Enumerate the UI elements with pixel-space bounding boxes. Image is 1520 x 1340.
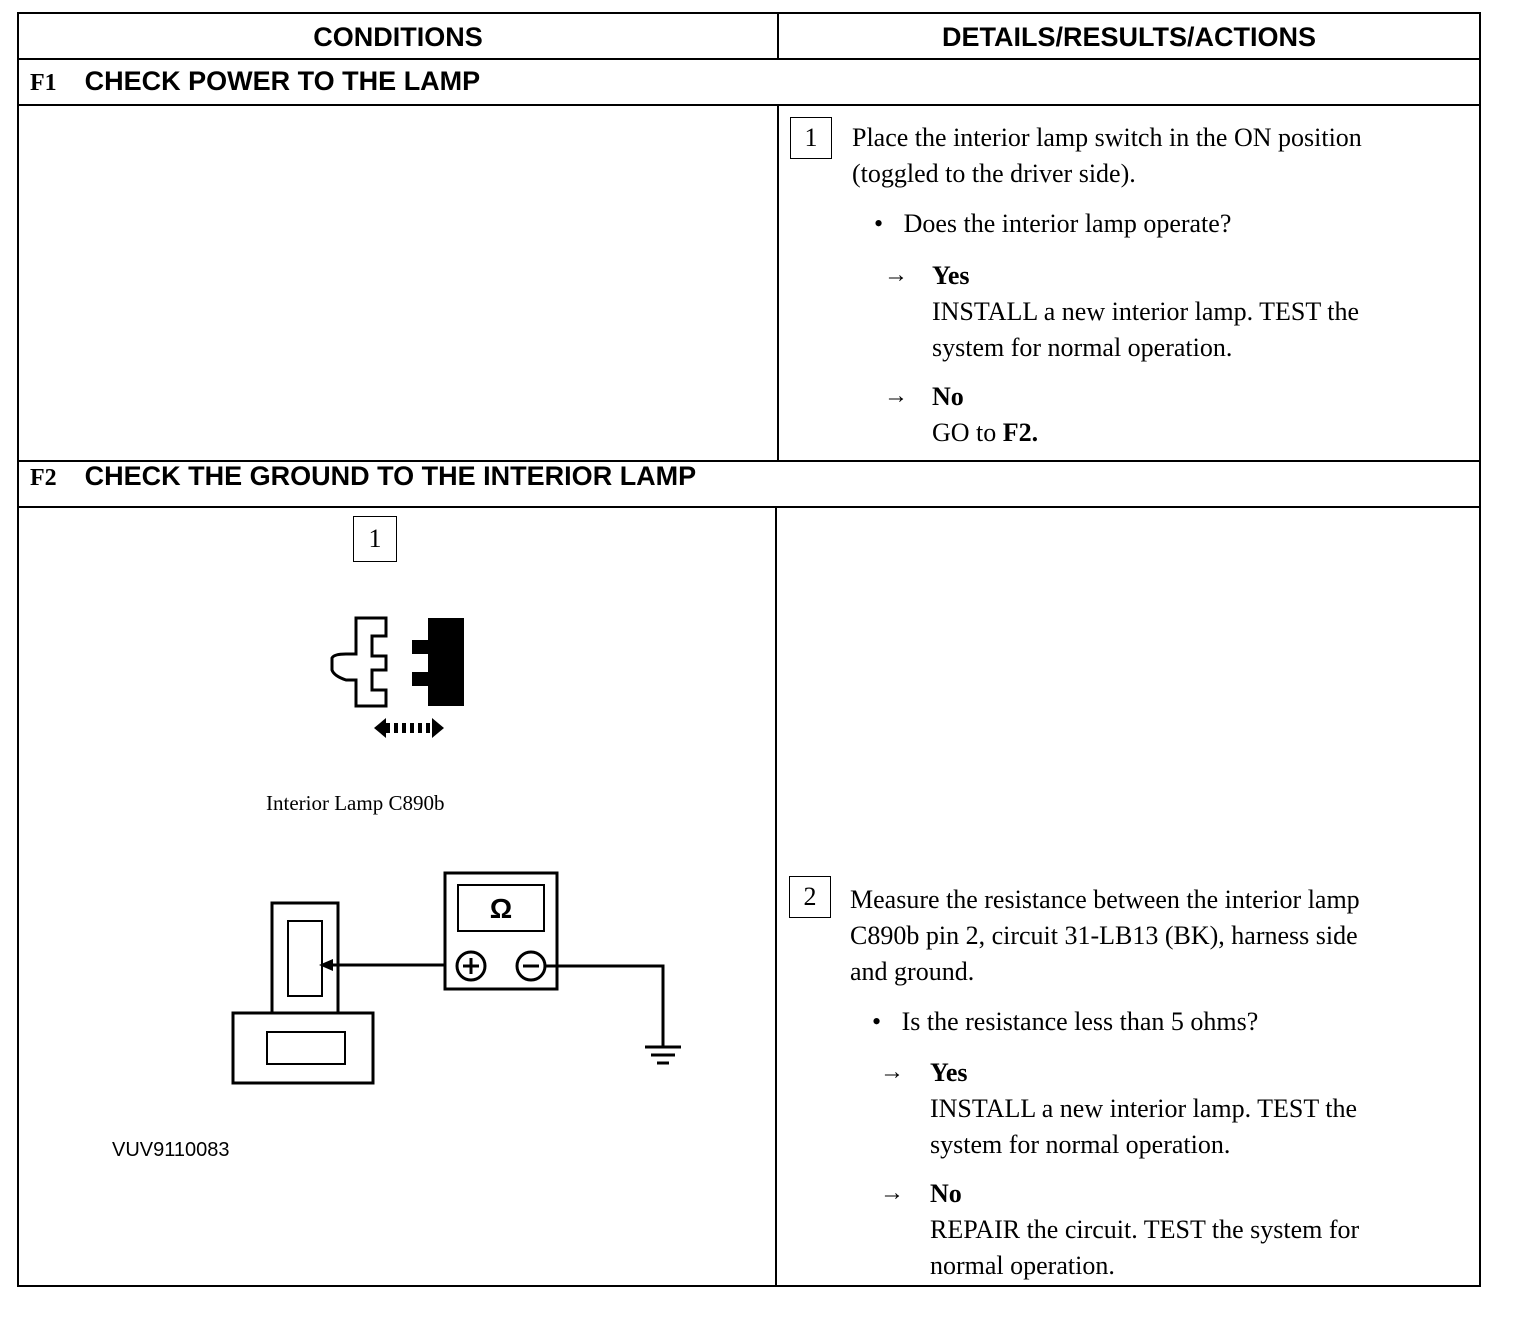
f1-title: CHECK POWER TO THE LAMP (84, 66, 481, 96)
f1-yes-line-1: INSTALL a new interior lamp. TEST the (932, 297, 1360, 326)
f1-yes-line-2: system for normal operation. (932, 333, 1233, 362)
f2-no-line-1: REPAIR the circuit. TEST the system for (930, 1215, 1360, 1244)
header-divider (777, 12, 779, 60)
f2-section-title: F2 CHECK THE GROUND TO THE INTERIOR LAMP (30, 461, 696, 492)
table-right-border (1479, 12, 1481, 1287)
figure-code: VUV9110083 (112, 1139, 230, 1161)
bullet-icon: • (874, 209, 884, 238)
connector-caption: Interior Lamp C890b (266, 791, 445, 815)
f2-no-line-2: normal operation. (930, 1251, 1115, 1280)
f1-no-prefix: GO to (932, 418, 1003, 447)
f2-no-block: No REPAIR the circuit. TEST the system f… (930, 1176, 1475, 1284)
f2-yes-block: Yes INSTALL a new interior lamp. TEST th… (930, 1055, 1475, 1163)
arrow-icon: → (884, 383, 908, 409)
f1-bottom-border (17, 460, 1481, 462)
c890b-connector-window (287, 920, 323, 997)
f1-yes-label: Yes (932, 261, 970, 290)
f1-no-target-link[interactable]: F2. (1002, 418, 1039, 447)
lamp-connector-solid (412, 618, 464, 706)
column-header-conditions: CONDITIONS (313, 22, 483, 52)
arrow-icon: → (880, 1180, 904, 1206)
table-left-border (17, 12, 19, 1287)
f1-step-text: Place the interior lamp switch in the ON… (852, 120, 1472, 192)
probe-tip-icon (319, 959, 333, 971)
f2-step-line-2: C890b pin 2, circuit 31-LB13 (BK), harne… (850, 921, 1358, 950)
ohmmeter-display (457, 884, 545, 932)
f1-step-line-2: (toggled to the driver side). (852, 159, 1136, 188)
f2-id: F2 (30, 465, 57, 491)
f1-yes-block: Yes INSTALL a new interior lamp. TEST th… (932, 258, 1472, 366)
f2-no-label: No (930, 1179, 962, 1208)
header-bottom-border (17, 58, 1481, 60)
f1-divider (777, 104, 779, 462)
f2-figure-step-number: 1 (353, 516, 397, 562)
f1-question-text: Does the interior lamp operate? (903, 209, 1232, 238)
ohmmeter-test-diagram: Ω (231, 871, 681, 1085)
f2-yes-line-1: INSTALL a new interior lamp. TEST the (930, 1094, 1358, 1123)
f2-divider (775, 506, 777, 1287)
arrow-icon: → (880, 1059, 904, 1085)
mating-arrow-icon (374, 718, 444, 738)
f2-step-line-1: Measure the resistance between the inter… (850, 885, 1360, 914)
f2-yes-line-2: system for normal operation. (930, 1130, 1231, 1159)
f2-yes-label: Yes (930, 1058, 968, 1087)
f1-no-block: No GO to F2. (932, 379, 1472, 451)
f2-question-text: Is the resistance less than 5 ohms? (901, 1007, 1259, 1036)
f1-step-number: 1 (790, 117, 832, 159)
f2-step-line-3: and ground. (850, 957, 975, 986)
f2-title-bottom-border (17, 506, 1481, 508)
connector-diagram (330, 616, 464, 738)
f2-question: • Is the resistance less than 5 ohms? (872, 1004, 1258, 1040)
f1-step-line-1: Place the interior lamp switch in the ON… (852, 123, 1362, 152)
table-bottom-border (17, 1285, 1481, 1287)
harness-connector-outline (330, 616, 388, 708)
ohm-symbol: Ω (490, 893, 512, 924)
bullet-icon: • (872, 1007, 882, 1036)
f1-no-line: GO to F2. (932, 415, 1472, 451)
ground-symbol-icon (645, 1045, 681, 1065)
f1-no-label: No (932, 382, 964, 411)
f1-question: • Does the interior lamp operate? (874, 206, 1231, 242)
column-header-details: DETAILS/RESULTS/ACTIONS (941, 22, 1316, 52)
arrow-icon: → (884, 262, 908, 288)
f1-id: F1 (30, 70, 57, 96)
c890b-connector-base-slot (266, 1031, 346, 1065)
f2-title: CHECK THE GROUND TO THE INTERIOR LAMP (84, 461, 697, 491)
f2-step-number: 2 (789, 876, 831, 918)
f1-section-title: F1 CHECK POWER TO THE LAMP (30, 66, 480, 97)
table-top-border (17, 12, 1481, 14)
f1-title-bottom-border (17, 104, 1481, 106)
f2-step-text: Measure the resistance between the inter… (850, 882, 1475, 990)
